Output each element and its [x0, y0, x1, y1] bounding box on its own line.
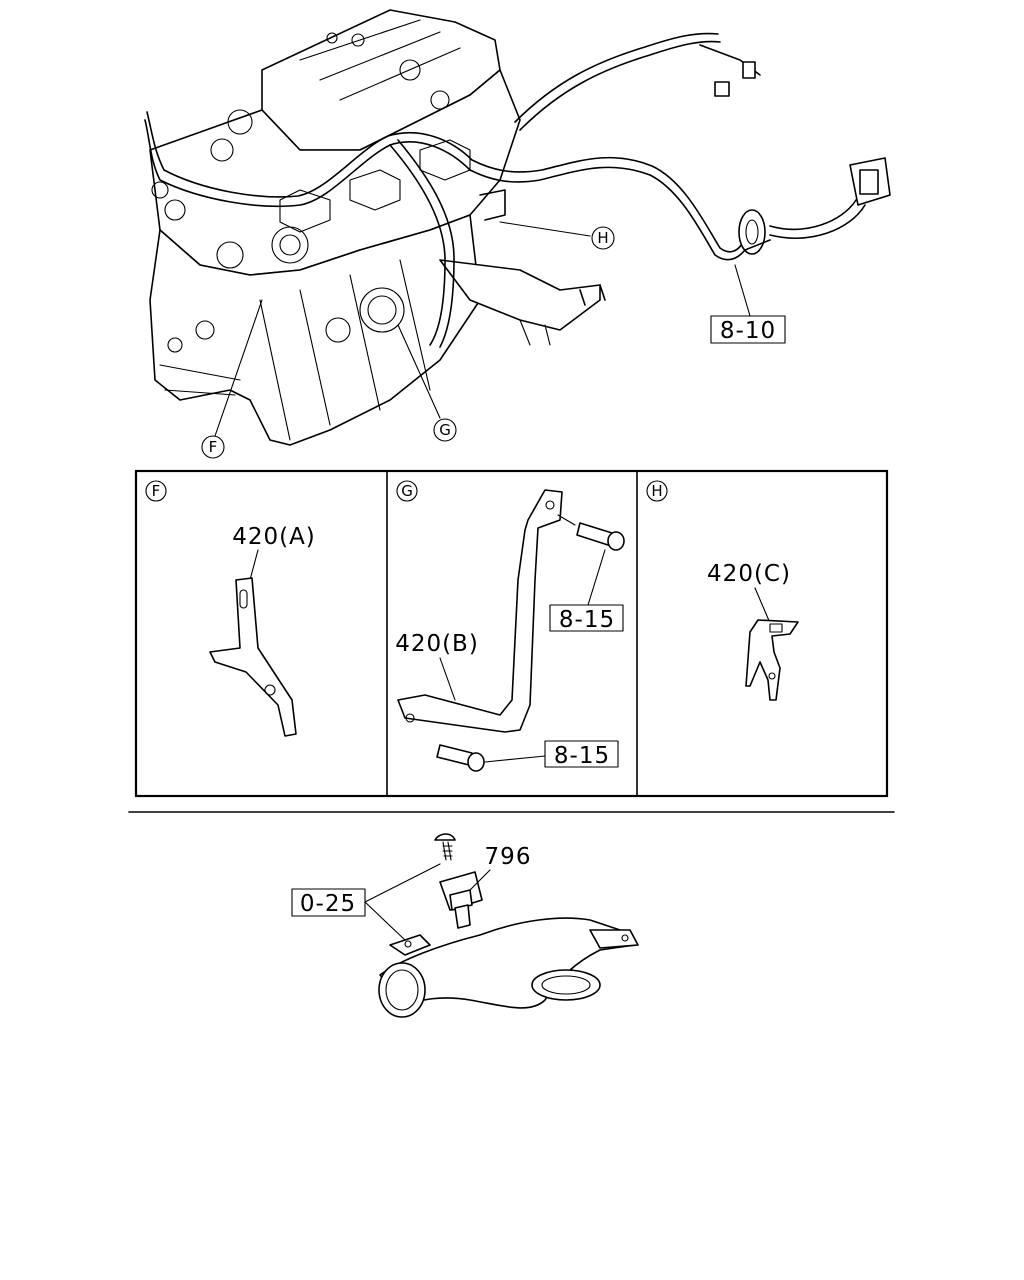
svg-text:H: H	[597, 229, 608, 247]
panel-g: G 420(B) 8-15 8-15	[395, 480, 625, 772]
svg-text:H: H	[651, 482, 662, 500]
ref-8-15-top: 8-15	[559, 607, 615, 633]
ref-0-25: 0-25	[300, 891, 356, 917]
part-label-420a: 420(A)	[232, 524, 316, 550]
engine-assembly	[144, 9, 891, 446]
callout-g: G	[397, 324, 457, 442]
part-label-420b: 420(B)	[395, 631, 479, 657]
panel-f: F 420(A)	[145, 480, 316, 737]
svg-text:8-10: 8-10	[720, 318, 776, 344]
ref-8-15-bottom: 8-15	[554, 743, 610, 769]
panel-h: H 420(C)	[646, 480, 799, 701]
svg-text:G: G	[439, 421, 451, 439]
detail-panels	[134, 469, 889, 798]
svg-text:F: F	[209, 438, 218, 456]
callout-h: H	[499, 221, 615, 250]
thermostat-housing: 796 0-25	[291, 833, 639, 1018]
part-label-796: 796	[485, 844, 532, 870]
svg-text:G: G	[401, 482, 413, 500]
svg-text:F: F	[152, 482, 161, 500]
callout-f: F	[201, 299, 263, 459]
part-label-420c: 420(C)	[707, 561, 791, 587]
ref-8-10: 8-10	[710, 264, 786, 344]
